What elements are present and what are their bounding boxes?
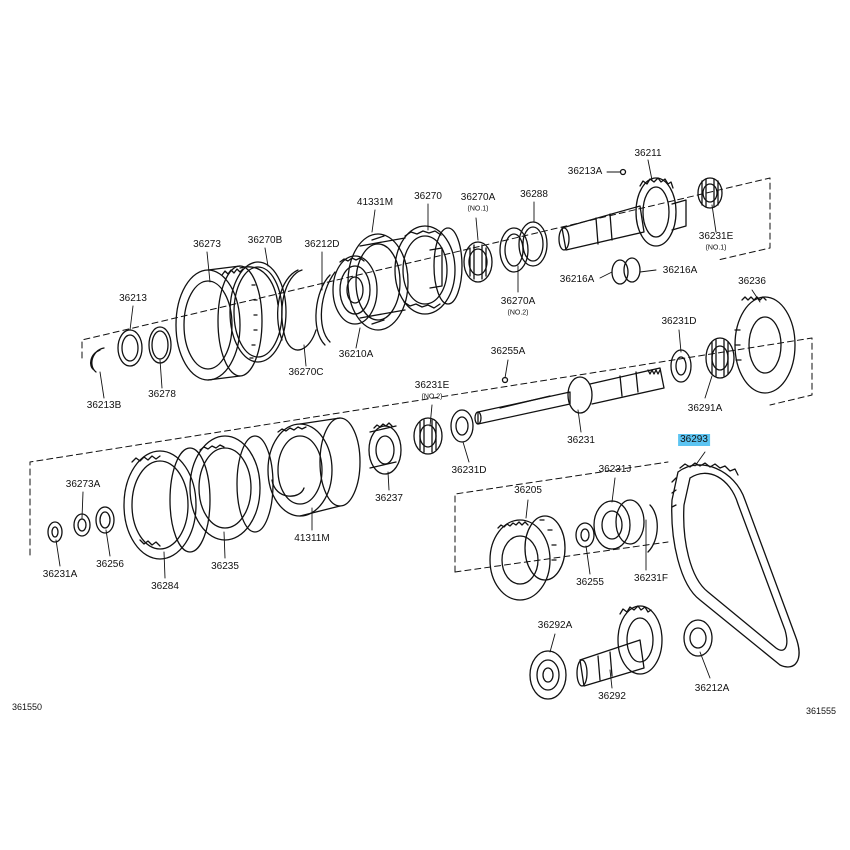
label-36237[interactable]: 36237 — [375, 493, 403, 504]
part-36273-drum — [175, 265, 263, 381]
part-36235-clutch-hub — [189, 435, 274, 541]
leader-lines — [55, 159, 761, 689]
part-36205-gear — [489, 515, 566, 601]
part-36270A-bearing-no1 — [463, 241, 493, 283]
part-36236-drive-sprocket — [734, 296, 796, 394]
label-36256[interactable]: 36256 — [96, 559, 124, 570]
part-36270C-snap-ring — [276, 269, 317, 351]
label-36231D-mid[interactable]: 36231D — [451, 465, 487, 476]
part-36213-ring — [117, 329, 143, 367]
label-36270A-no1[interactable]: 36270A — [460, 192, 496, 203]
part-36231E-bearing-no1 — [697, 177, 723, 209]
part-36231F-snap-ring — [647, 504, 658, 553]
part-36270B-ring — [229, 261, 287, 363]
label-36212D[interactable]: 36212D — [304, 239, 340, 250]
label-36291A[interactable]: 36291A — [687, 403, 723, 414]
label-36270A-no1-sub: (NO.1) — [467, 205, 489, 213]
label-36231E-no2-sub: (NO.2) — [421, 393, 443, 401]
part-36284-drum — [123, 447, 211, 560]
part-41331M-ring-gear — [347, 233, 409, 331]
label-36273A[interactable]: 36273A — [65, 479, 101, 490]
part-36231-input-shaft — [474, 367, 665, 425]
group-outline-lower — [454, 461, 669, 573]
part-36293-drive-chain — [671, 462, 800, 668]
part-36291A-needle-bearing — [705, 337, 735, 379]
label-36211[interactable]: 36211 — [634, 148, 662, 159]
part-36288-ring — [518, 221, 548, 267]
label-36216A-right[interactable]: 36216A — [662, 265, 698, 276]
label-36255[interactable]: 36255 — [576, 577, 604, 588]
label-36270A-no2[interactable]: 36270A — [500, 296, 536, 307]
label-36231[interactable]: 36231 — [567, 435, 595, 446]
label-36213A[interactable]: 36213A — [567, 166, 603, 177]
label-36231F[interactable]: 36231F — [634, 573, 668, 584]
label-36213B[interactable]: 36213B — [86, 400, 122, 411]
part-36231J-bearing — [593, 499, 645, 550]
figure-code-right: 361555 — [806, 706, 837, 716]
part-36212D-snap-ring — [315, 271, 336, 346]
label-36216A-left[interactable]: 36216A — [559, 274, 595, 285]
label-36273[interactable]: 36273 — [193, 239, 221, 250]
part-36292-driven-shaft — [576, 605, 663, 687]
part-36237-spline-hub — [368, 422, 402, 475]
label-36270C[interactable]: 36270C — [288, 367, 324, 378]
label-36231E-no2[interactable]: 36231E — [414, 380, 450, 391]
part-36270-planetary-carrier — [394, 225, 463, 315]
label-36231D-top[interactable]: 36231D — [661, 316, 697, 327]
part-36231D-thrust-washer-mid — [450, 409, 474, 443]
label-36213[interactable]: 36213 — [119, 293, 147, 304]
part-36255-washer — [575, 522, 595, 548]
part-36255A-dot — [501, 376, 509, 384]
label-36205[interactable]: 36205 — [514, 485, 542, 496]
group-outline-upper — [81, 177, 771, 359]
label-36270B[interactable]: 36270B — [247, 235, 283, 246]
part-36211-output-shaft — [558, 177, 687, 251]
label-41331M[interactable]: 41331M — [356, 197, 394, 208]
part-36216A-snap-rings — [611, 257, 641, 285]
part-36213B-snap-ring — [89, 347, 105, 373]
label-36231A[interactable]: 36231A — [42, 569, 78, 580]
part-36213A-dot — [619, 168, 627, 176]
part-41311M-sleeve — [267, 417, 361, 517]
part-36231D-thrust-washer-top — [670, 349, 692, 383]
label-41311M[interactable]: 41311M — [294, 533, 330, 544]
part-36231A-ring — [47, 521, 63, 543]
label-36231J[interactable]: 36231J — [598, 464, 632, 475]
part-36292A-bearing — [529, 650, 567, 700]
part-36212A-bearing — [683, 619, 713, 657]
label-36231E-no1[interactable]: 36231E — [698, 231, 734, 242]
label-36284[interactable]: 36284 — [151, 581, 179, 592]
label-36288[interactable]: 36288 — [520, 189, 548, 200]
label-36278[interactable]: 36278 — [148, 389, 176, 400]
label-36231E-no1-sub: (NO.1) — [705, 244, 727, 252]
part-36273A-ring — [73, 513, 91, 537]
label-36293-highlighted[interactable]: 36293 — [678, 434, 710, 446]
label-36235[interactable]: 36235 — [211, 561, 239, 572]
label-36292[interactable]: 36292 — [598, 691, 626, 702]
part-36278-ring — [148, 326, 172, 364]
label-36270[interactable]: 36270 — [414, 191, 442, 202]
label-36270A-no2-sub: (NO.2) — [507, 309, 529, 317]
part-36270A-washer-no2 — [499, 227, 529, 273]
group-outline-middle — [29, 337, 813, 556]
part-36256-ring — [95, 506, 115, 534]
label-36292A[interactable]: 36292A — [537, 620, 573, 631]
label-36236[interactable]: 36236 — [738, 276, 766, 287]
part-36231E-bearing-no2 — [413, 417, 443, 455]
label-36212A[interactable]: 36212A — [694, 683, 730, 694]
figure-code-left: 361550 — [12, 702, 43, 712]
label-36255A[interactable]: 36255A — [490, 346, 526, 357]
label-36210A[interactable]: 36210A — [338, 349, 374, 360]
part-36210A-hub — [332, 255, 378, 325]
